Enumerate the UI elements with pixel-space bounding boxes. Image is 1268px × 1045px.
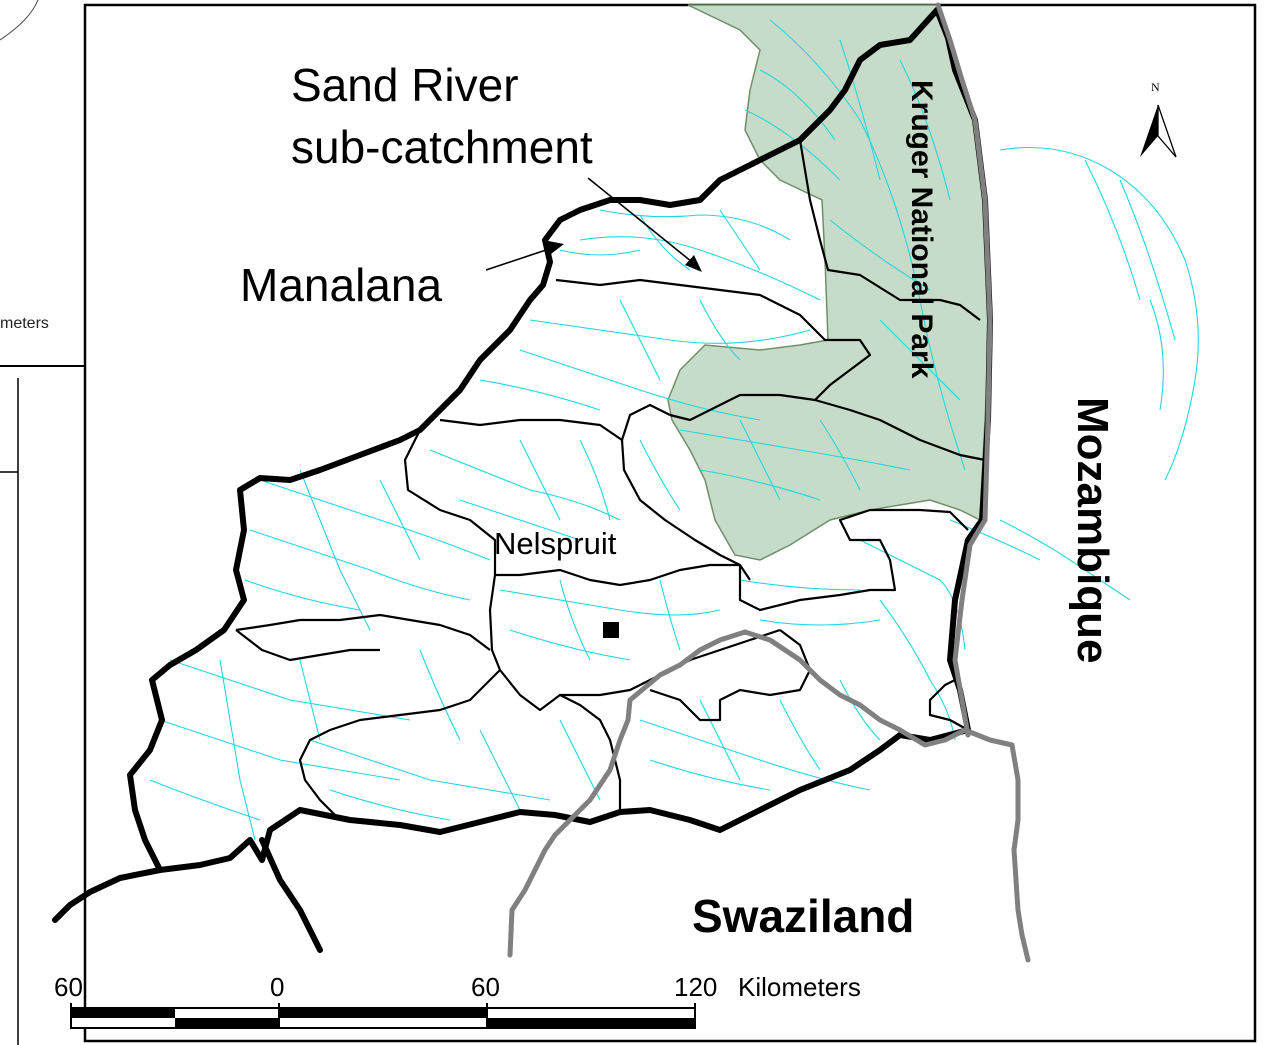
scale-unit-label: Kilometers xyxy=(738,972,861,1002)
kruger-national-park-label: Kruger National Park xyxy=(905,80,938,379)
scale-tick-label: 120 xyxy=(674,972,718,1002)
north-arrow-icon xyxy=(1140,104,1177,158)
manalana-leader-arrow xyxy=(485,241,564,271)
sub-catchment-boundaries xyxy=(235,139,986,821)
inset-boundary-arc xyxy=(0,0,39,41)
scale-tick-label: 0 xyxy=(270,972,285,1002)
town-marker-icon xyxy=(603,622,619,638)
manalana-label: Manalana xyxy=(240,259,443,311)
nelspruit-label: Nelspruit xyxy=(494,526,617,561)
inset-scale-fragment: meters xyxy=(0,315,49,332)
scale-tick-label: 60 xyxy=(54,972,83,1002)
sand-river-label: Sand River xyxy=(291,59,519,111)
inset-frame-top-left xyxy=(0,5,86,367)
mozambique-border xyxy=(935,2,993,738)
scale-bar xyxy=(70,1003,696,1029)
sand-river-leader-arrow xyxy=(587,177,702,272)
swaziland-border xyxy=(507,629,1031,963)
kruger-national-park-area xyxy=(667,4,991,561)
north-label: N xyxy=(1151,80,1160,94)
map-frame xyxy=(83,3,1257,1043)
sub-catchment-label: sub-catchment xyxy=(291,121,593,173)
swaziland-label: Swaziland xyxy=(692,890,915,942)
scale-tick-label: 60 xyxy=(471,972,500,1002)
mozambique-label: Mozambique xyxy=(1068,397,1117,664)
